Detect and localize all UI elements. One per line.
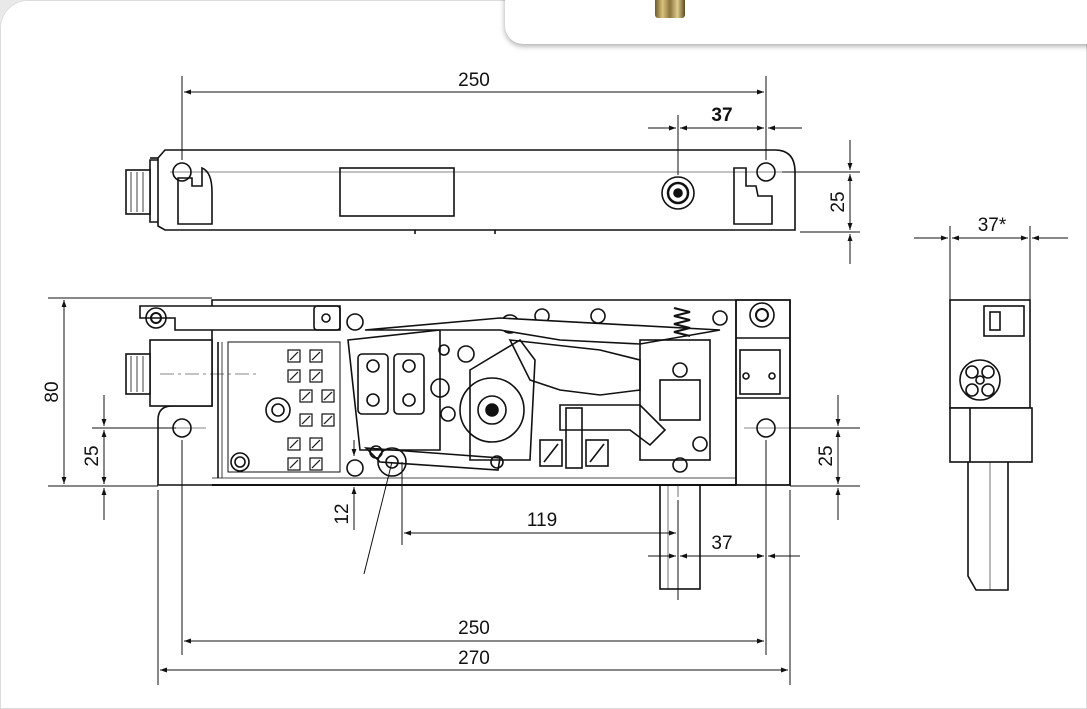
dim-front-pin-offset: 37 — [711, 533, 732, 554]
front-view — [125, 299, 791, 590]
dim-side-width: 37* — [978, 215, 1007, 236]
product-thumbnail-card[interactable] — [505, 0, 1087, 44]
dim-front-bottom-offset: 12 — [332, 503, 353, 524]
dim-front-height: 80 — [42, 381, 63, 402]
dim-front-hole-spacing: 250 — [458, 618, 490, 639]
front-view-dimensions: 80 25 25 12 119 37 250 270 — [42, 297, 860, 685]
top-view-dimensions: 250 37 25 — [181, 70, 860, 264]
dim-front-left-hole: 25 — [82, 445, 103, 466]
dim-front-pin-distance: 119 — [527, 510, 557, 531]
dim-front-right-hole: 25 — [816, 445, 837, 466]
side-view-dimensions: 37* — [914, 215, 1068, 300]
product-photo-thumbnail[interactable] — [655, 0, 685, 18]
dim-top-height: 25 — [828, 191, 849, 212]
dim-top-width: 250 — [458, 70, 490, 91]
side-view — [949, 299, 1033, 591]
top-view — [125, 149, 796, 234]
dim-top-offset: 37 — [711, 105, 732, 126]
dim-front-total-width: 270 — [458, 648, 490, 669]
